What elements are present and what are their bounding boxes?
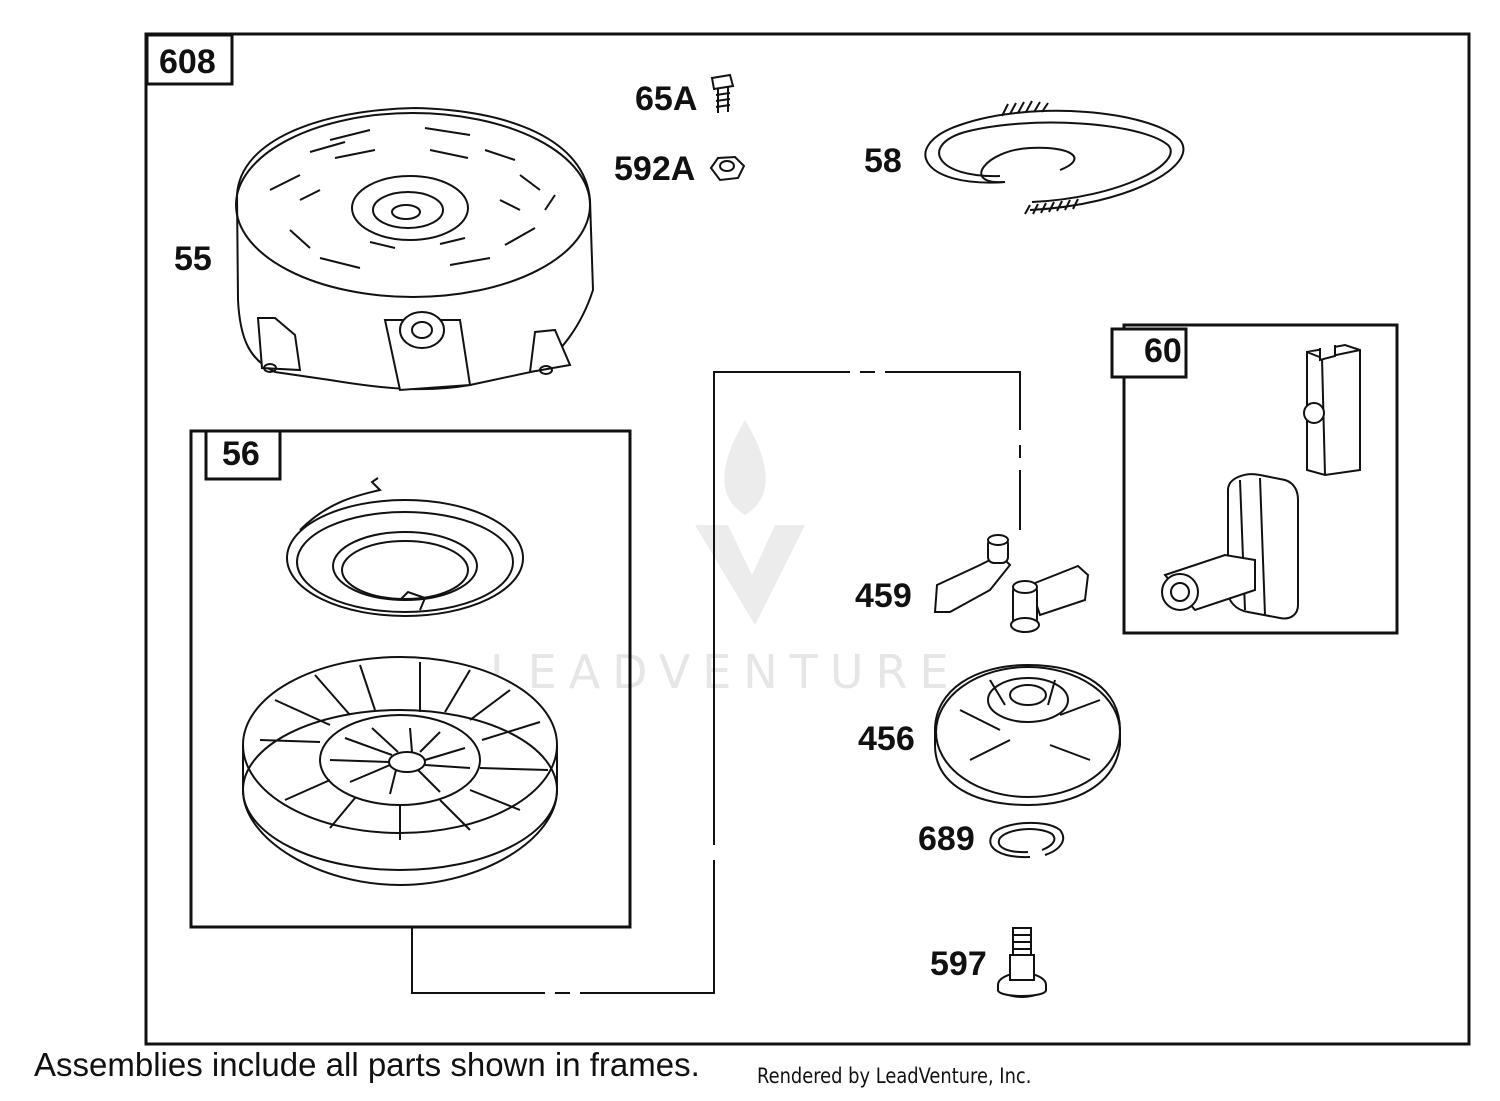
part-label-592a: 592A [614,150,695,188]
screw-icon [997,927,1047,998]
frame-60 [1122,323,1399,635]
assembly-leader-line [411,371,1021,994]
main-frame-tag [145,33,234,86]
part-label-456: 456 [858,720,915,758]
nut-icon [709,155,746,182]
frame-label-56: 56 [222,435,260,473]
pulley-icon [242,656,558,887]
part-label-597: 597 [930,945,987,983]
frame-56 [189,429,632,929]
bolt-icon [710,73,735,113]
main-frame [144,32,1471,1046]
rewind-spring-icon [286,477,524,617]
retainer-icon [934,663,1121,807]
watermark-logo-icon [695,420,805,625]
frame-56-tag [204,429,282,481]
part-label-55: 55 [174,240,212,278]
retaining-ring-icon [989,821,1065,859]
part-label-65a: 65A [635,80,697,118]
starter-rope-icon [924,100,1185,215]
watermark-text: LEADVENTURE [490,645,961,699]
footnote: Assemblies include all parts shown in fr… [34,1046,700,1083]
frame-60-tag [1110,327,1188,379]
frame-label-60: 60 [1144,332,1182,370]
pawl-icon [933,534,1090,633]
credit: Rendered by LeadVenture, Inc. [757,1064,1032,1088]
starter-housing-icon [235,106,595,392]
starter-handle-icon [1161,343,1361,620]
frame-label-608: 608 [159,43,216,81]
part-label-58: 58 [864,142,902,180]
part-label-689: 689 [918,820,975,858]
part-label-459: 459 [855,577,912,615]
